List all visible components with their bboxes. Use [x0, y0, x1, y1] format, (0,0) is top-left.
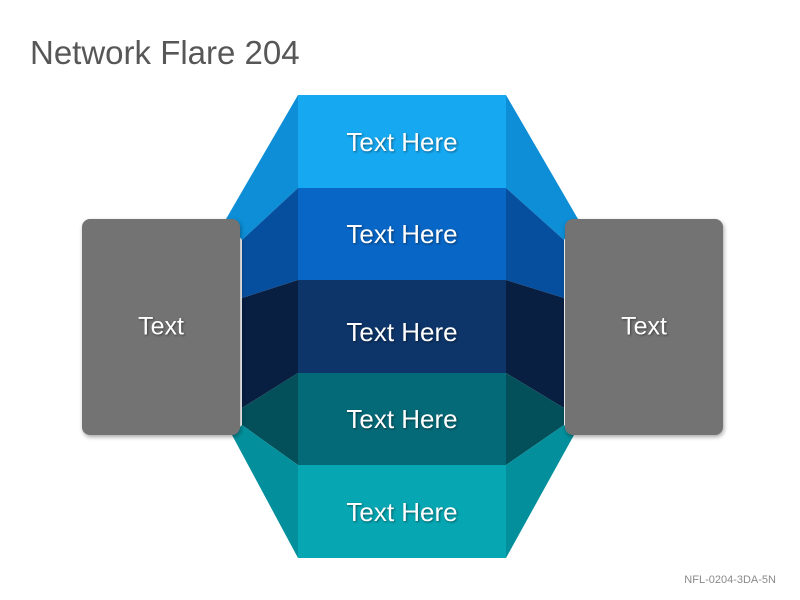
left-box-label: Text: [138, 312, 184, 341]
band-1-label: Text Here: [346, 127, 458, 157]
band-4-label: Text Here: [346, 404, 458, 434]
band-1-front: [298, 95, 506, 188]
band-3-right-face: [506, 280, 564, 408]
band-5-label: Text Here: [346, 497, 458, 527]
band-5-left-face: [232, 425, 298, 558]
band-5-right-face: [506, 425, 574, 558]
band-3-front: [298, 280, 506, 373]
band-2-label: Text Here: [346, 219, 458, 249]
band-1-left-face: [226, 95, 298, 240]
band-4-front: [298, 373, 506, 465]
band-4-left-face: [242, 373, 298, 465]
band-4-right-face: [506, 373, 564, 465]
band-3-left-face: [242, 280, 298, 408]
slide-title: Network Flare 204: [30, 34, 300, 71]
band-2-front: [298, 188, 506, 280]
right-box-label: Text: [621, 312, 667, 341]
right-text-box: Text: [565, 219, 723, 435]
footer-code: NFL-0204-3DA-5N: [684, 574, 776, 586]
band-1-right-face: [506, 95, 578, 240]
band-5-front: [298, 465, 506, 558]
band-2-right-face: [506, 188, 564, 298]
band-3-label: Text Here: [346, 317, 458, 347]
band-2-left-face: [242, 188, 298, 298]
left-text-box: Text: [82, 219, 240, 435]
